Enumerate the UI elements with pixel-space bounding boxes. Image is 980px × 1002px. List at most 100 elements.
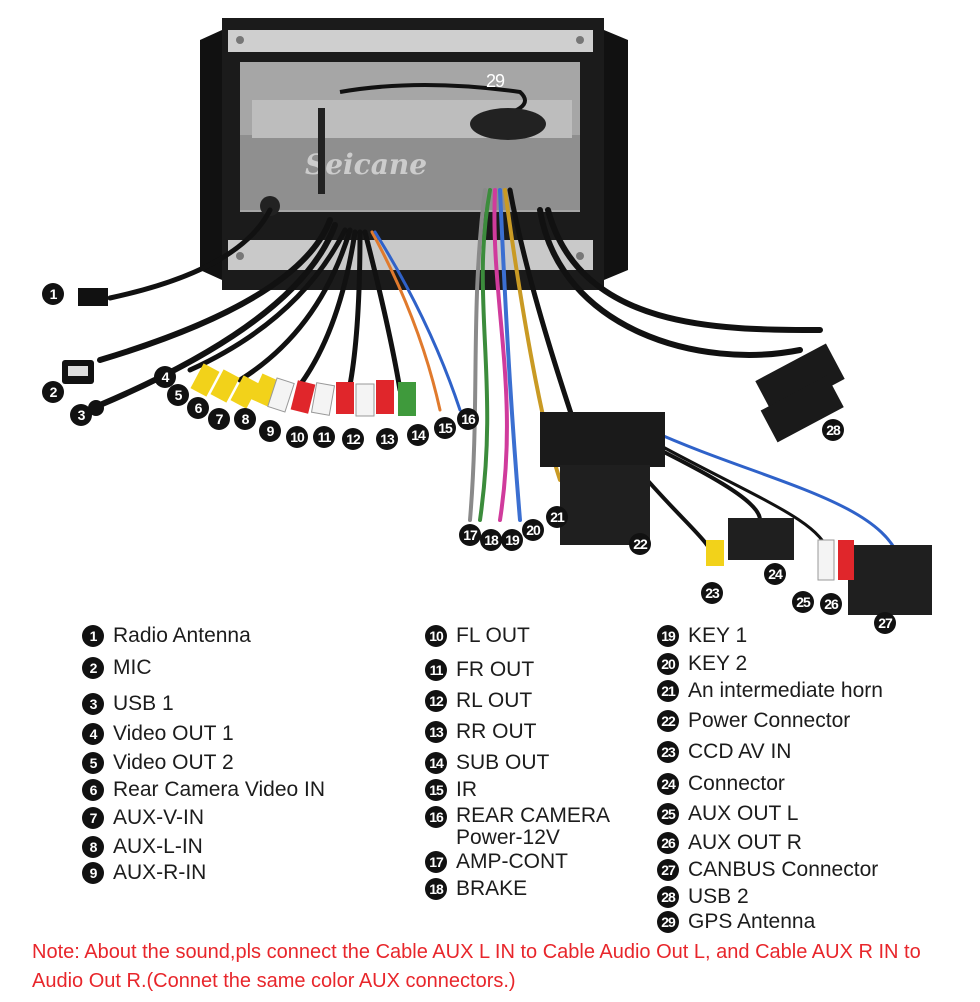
legend-item-20: 20 KEY 2	[657, 652, 747, 676]
callout-20: 20	[522, 519, 544, 541]
legend-label: Power Connector	[688, 709, 851, 732]
rca-fr-out	[336, 382, 354, 414]
legend-label: Radio Antenna	[113, 624, 251, 647]
legend-badge: 16	[425, 806, 447, 828]
rca-fl-out	[310, 382, 336, 416]
callout-15: 15	[434, 417, 456, 439]
rca-video-out-1	[190, 363, 220, 397]
callout-18: 18	[480, 529, 502, 551]
callout-23: 23	[701, 582, 723, 604]
legend-item-22: 22 Power Connector	[657, 709, 850, 733]
callout-4: 4	[154, 366, 176, 388]
callout-28: 28	[822, 419, 844, 441]
legend-badge: 26	[657, 832, 679, 854]
rca-aux-v-in	[251, 373, 279, 407]
legend-badge: 1	[82, 625, 104, 647]
callout-25: 25	[792, 591, 814, 613]
legend-badge: 28	[657, 886, 679, 908]
callout-1: 1	[42, 283, 64, 305]
legend-badge: 25	[657, 803, 679, 825]
legend-label: GPS Antenna	[688, 910, 816, 933]
legend-item-25: 25 AUX OUT L	[657, 802, 798, 826]
legend-label: AMP-CONT	[456, 850, 568, 873]
callout-10: 10	[286, 426, 308, 448]
legend-badge: 10	[425, 625, 447, 647]
rca-ccd-av-in	[706, 540, 724, 566]
gps-antenna	[318, 83, 546, 194]
legend-label: MIC	[113, 656, 152, 679]
legend-item-28: 28 USB 2	[657, 885, 749, 909]
legend-label: IR	[456, 778, 477, 801]
legend-badge: 7	[82, 807, 104, 829]
legend-badge: 19	[657, 625, 679, 647]
legend-badge: 17	[425, 851, 447, 873]
legend-badge: 3	[82, 693, 104, 715]
callout-27: 27	[874, 612, 896, 634]
legend-item-14: 14 SUB OUT	[425, 751, 549, 775]
legend-label: Video OUT 1	[113, 722, 234, 745]
legend-label: AUX OUT R	[688, 831, 802, 854]
legend-label: USB 1	[113, 692, 174, 715]
legend-badge: 6	[82, 779, 104, 801]
callout-9: 9	[259, 420, 281, 442]
legend-badge: 22	[657, 710, 679, 732]
legend-label: Connector	[688, 772, 785, 795]
sound-note: Note: About the sound,pls connect the Ca…	[32, 941, 921, 992]
legend-badge: 5	[82, 752, 104, 774]
rca-sub-out	[398, 382, 416, 416]
legend-label: KEY 1	[688, 624, 748, 647]
legend-label: An intermediate horn	[688, 679, 883, 702]
rca-aux-out-l	[817, 539, 835, 581]
legend-badge: 11	[425, 659, 447, 681]
callout-3: 3	[70, 404, 92, 426]
rca-rear-camera	[230, 375, 260, 409]
legend-label: USB 2	[688, 885, 749, 908]
legend-badge: 29	[657, 911, 679, 933]
callout-12: 12	[342, 428, 364, 450]
legend-item-26: 26 AUX OUT R	[657, 831, 802, 855]
legend-label: SUB OUT	[456, 751, 550, 774]
callout-26: 26	[820, 593, 842, 615]
legend-item-1: 1 Radio Antenna	[82, 624, 251, 648]
rca-aux-out-r	[838, 540, 854, 580]
callout-11: 11	[313, 426, 335, 448]
wire-harness	[97, 187, 902, 562]
legend-label: FR OUT	[456, 658, 535, 681]
legend-item-16: 16 REAR CAMERA Power-12V	[425, 805, 610, 849]
callout-21: 21	[546, 506, 568, 528]
callout-22: 22	[629, 533, 651, 555]
callout-29: 29	[485, 70, 505, 91]
callout-16: 16	[457, 408, 479, 430]
legend-item-29: 29 GPS Antenna	[657, 910, 815, 934]
callout-13: 13	[376, 428, 398, 450]
rca-aux-r-in	[290, 380, 316, 414]
legend-item-17: 17 AMP-CONT	[425, 850, 568, 874]
legend-item-3: 3 USB 1	[82, 692, 174, 716]
callout-17: 17	[459, 524, 481, 546]
connectors	[62, 288, 932, 615]
legend-badge: 15	[425, 779, 447, 801]
legend-label: KEY 2	[688, 652, 748, 675]
rca-plugs	[190, 363, 854, 581]
legend-badge: 14	[425, 752, 447, 774]
legend-badge: 13	[425, 721, 447, 743]
rca-rl-out	[355, 383, 375, 417]
callout-8: 8	[234, 408, 256, 430]
legend-badge: 20	[657, 653, 679, 675]
legend-badge: 9	[82, 862, 104, 884]
callout-6: 6	[187, 397, 209, 419]
legend-item-19: 19 KEY 1	[657, 624, 747, 648]
legend-label: RL OUT	[456, 689, 533, 712]
head-unit	[200, 18, 628, 290]
legend-badge: 24	[657, 773, 679, 795]
legend-label: AUX OUT L	[688, 802, 799, 825]
legend-label: REAR CAMERA Power-12V	[456, 804, 611, 849]
legend-label: CCD AV IN	[688, 740, 792, 763]
legend-label: FL OUT	[456, 624, 530, 647]
